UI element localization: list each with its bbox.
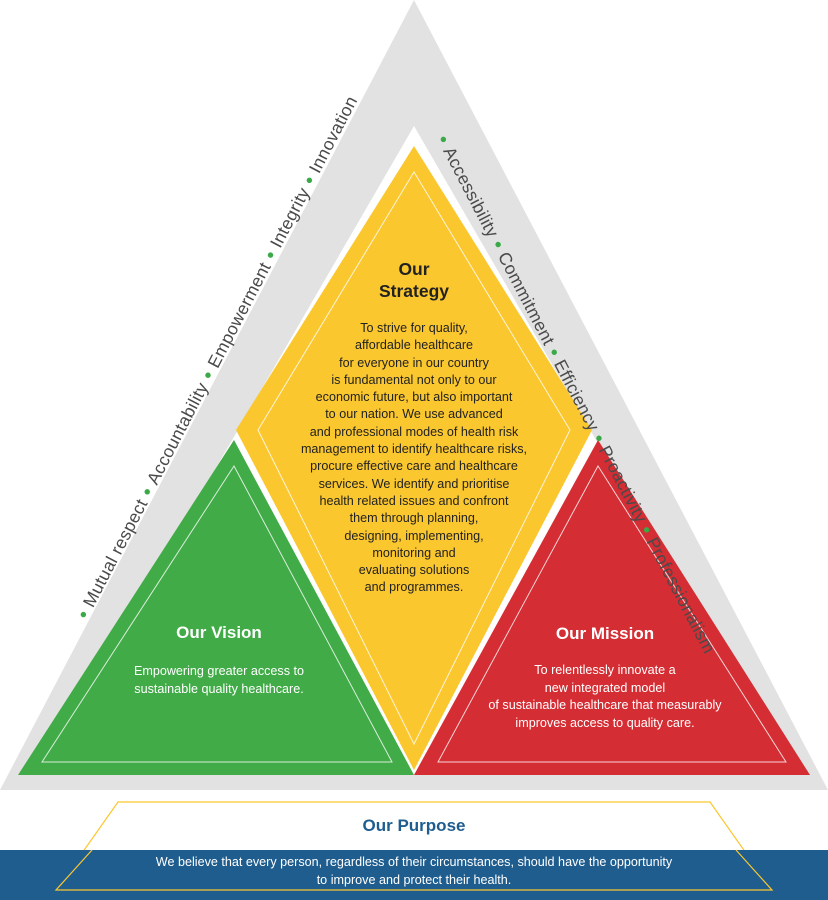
purpose-description: We believe that every person, regardless… [64,853,764,889]
bullet-dot-icon: • [72,606,96,624]
strategy-description-line: economic future, but also important [315,390,513,405]
vision-description: Empowering greater access to sustainable … [94,662,344,698]
strategy-description-line: services. We identify and prioritise [318,476,510,491]
vision-description-line: Empowering greater access to [133,664,305,678]
strategy-description-line: monitoring and [372,545,456,560]
mission-description-line: improves access to quality care. [515,715,695,730]
strategy-title: Our Strategy [314,258,514,302]
strategy-diamond [236,146,592,770]
strategy-description-line: To strive for quality, [360,321,468,335]
strategy-description: To strive for quality, affordable healthc… [264,320,564,597]
mission-description: To relentlessly innovate a new integrated… [460,662,750,732]
vision-description-line: sustainable quality healthcare. [134,682,304,696]
strategy-description-line: evaluating solutions [358,563,470,578]
strategy-diamond-outline [257,171,571,746]
purpose-description-line: We believe that every person, regardless… [155,855,673,869]
mission-title: Our Mission [555,624,655,643]
strategy-description-line: health related issues and confront [319,493,509,508]
strategy-description-line: management to identify healthcare risks, [300,442,528,457]
strategy-title-line1: Our [398,259,430,279]
strategy-description-line: and programmes. [364,580,464,595]
strategy-description-line: designing, implementing, [344,528,484,543]
purpose-description-line: to improve and protect their health. [316,873,512,887]
strategy-description-line: and professional modes of health risk [309,424,519,439]
purpose-title: Our Purpose [362,816,466,835]
strategy-description-line: to our nation. We use advanced [325,407,503,422]
vision-triangle-outline [41,465,393,763]
mission-description-line: of sustainable healthcare that measurabl… [488,698,722,712]
vision-title: Our Vision [176,623,262,642]
vision-triangle [18,440,414,775]
strategy-description-line: affordable healthcare [354,338,474,353]
strategy-description-line: procure effective care and healthcare [310,459,518,474]
strategy-description-line: them through planning, [349,511,479,526]
mission-description-line: To relentlessly innovate a [534,663,676,677]
mission-triangle [414,440,810,775]
strategy-description-line: is fundamental not only to our [331,372,497,387]
strategy-description-line: for everyone in our country [339,355,489,370]
mission-description-line: new integrated model [544,680,666,695]
mission-triangle-outline [437,465,787,763]
strategy-title-line2: Strategy [378,281,450,301]
